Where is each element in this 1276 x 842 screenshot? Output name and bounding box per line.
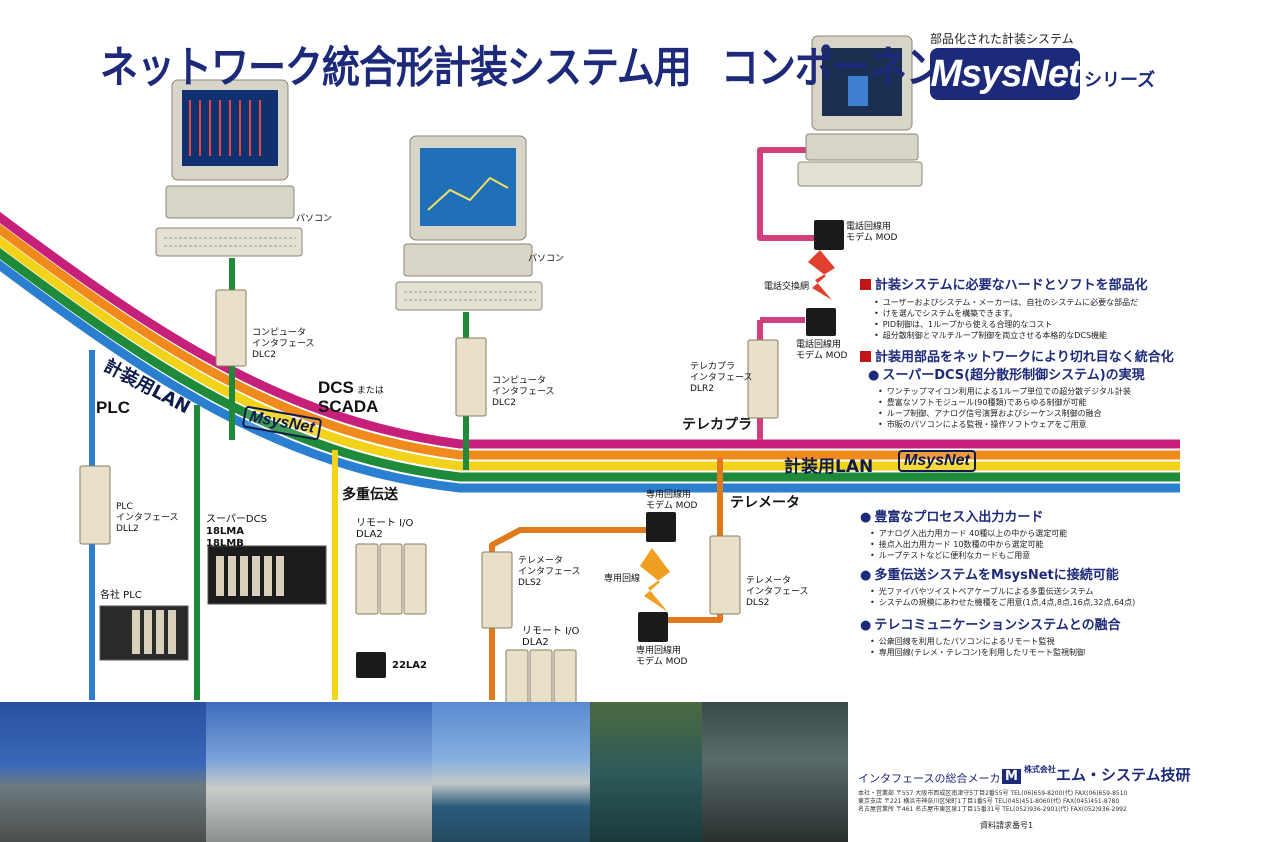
lmb-label: 18LMB — [206, 538, 244, 549]
feature-block-5: ●多重伝送システムをMsysNetに接続可能 光ファイバやツイストペアケーブルに… — [860, 564, 1170, 608]
phone-exchange-bolt — [808, 250, 835, 300]
dla2-label-b: リモート I/O DLA2 — [522, 626, 580, 648]
company-tagline: インタフェースの総合メーカー — [858, 772, 1012, 785]
feature-bullets: アナログ入出力用カード 40種以上の中から選定可能 接点入出力用カード 10数種… — [870, 528, 1170, 561]
feature-heading: 計装システムに必要なハードとソフトを部品化 — [860, 274, 1160, 293]
lma-label: 18LMA — [206, 526, 244, 537]
lan-label-right: 計装用LAN — [784, 457, 874, 477]
dll2-label: PLC インタフェース DLL2 — [116, 502, 179, 534]
photo-water-gate — [432, 702, 590, 842]
feature-bullet: けを選んでシステムを構築できます。 — [874, 308, 1160, 319]
document-number: 資料請求番号1 — [980, 821, 1034, 830]
plc-rack — [99, 605, 189, 661]
photo-refinery — [0, 702, 206, 842]
super-dcs-rack — [207, 545, 327, 605]
feature-bullets: ワンチップマイコン利用による1ループ単位での超分散デジタル計装 豊富なソフトモジ… — [878, 386, 1168, 430]
address-line: 本社・営業部 〒557 大阪市西成区南津守5丁目2番55号 TEL(06)659… — [858, 790, 1128, 797]
modem-top-label: 専用回線用 モデム MOD — [646, 490, 698, 511]
page-title: ネットワーク統合形計装システム用コンポーネント — [100, 42, 981, 93]
dlc2-label-a: コンピュータ インタフェース DLC2 — [252, 328, 315, 360]
dls2-label-a: テレメータ インタフェース DLS2 — [518, 556, 581, 588]
dla2-label-a: リモート I/O DLA2 — [356, 518, 414, 540]
feature-bullet: 接点入出力用カード 10数種の中から選定可能 — [870, 539, 1170, 550]
company-mark-icon: M — [1002, 769, 1021, 784]
exchange-label: 電話交換網 — [764, 282, 810, 292]
phone-modem-label-a: 電話回線用 モデム MOD — [846, 222, 898, 243]
photo-pump-room — [702, 702, 848, 842]
series-caption: 部品化された計装システム — [930, 32, 1074, 46]
feature-block-1: 計装システムに必要なハードとソフトを部品化 ユーザーおよびシステム・メーカーは、… — [860, 274, 1160, 341]
leased-line-bolt — [640, 548, 670, 612]
feature-bullet: ユーザーおよびシステム・メーカーは、自社のシステムに必要な部品だ — [874, 297, 1160, 308]
section-plc: PLC — [96, 398, 130, 417]
section-multiplex: 多重伝送 — [342, 487, 398, 503]
feature-heading: ●豊富なプロセス入出力カード — [860, 510, 1044, 525]
feature-bullet: システムの規模にあわせた機種をご用意(1点,4点,8点,16点,32点,64点) — [870, 597, 1170, 608]
feature-heading-2: 計装用部品をネットワークにより切れ目なく統合化 — [860, 346, 1174, 365]
feature-bullets: ユーザーおよびシステム・メーカーは、自社のシステムに必要な部品だ けを選んでシス… — [874, 297, 1160, 341]
pc-3-illustration — [797, 35, 923, 187]
address-line: 名古屋営業所 〒461 名古屋市東区泉1丁目15番31号 TEL(052)936… — [858, 806, 1127, 813]
address-line: 東京支店 〒221 横浜市神奈川区栄町1丁目1番5号 TEL(045)451-8… — [858, 798, 1120, 805]
feature-block-4: ●豊富なプロセス入出力カード アナログ入出力用カード 40種以上の中から選定可能… — [860, 506, 1170, 561]
feature-bullet: 豊富なソフトモジュール(90種類)であらゆる制御が可能 — [878, 397, 1168, 408]
feature-heading: ●多重伝送システムをMsysNetに接続可能 — [860, 568, 1119, 583]
series-suffix: シリーズ — [1084, 70, 1156, 91]
feature-block-6: ●テレコミュニケーションシステムとの融合 公衆回線を利用したパソコンによるリモー… — [860, 614, 1170, 658]
feature-bullet: 市販のパソコンによる監視・操作ソフトウェアをご用意 — [878, 419, 1168, 430]
feature-bullet: アナログ入出力用カード 40種以上の中から選定可能 — [870, 528, 1170, 539]
feature-bullets: 公衆回線を利用したパソコンによるリモート監視 専用回線(テレメ・テレコン)を利用… — [870, 636, 1170, 658]
feature-bullet: PID制御は、1ループから使える合理的なコスト — [874, 319, 1160, 330]
feature-bullet: 公衆回線を利用したパソコンによるリモート監視 — [870, 636, 1170, 647]
pc-1-label: パソコン — [296, 214, 333, 224]
leased-line-label: 専用回線 — [604, 574, 641, 584]
lan-badge-right: MsysNet — [898, 450, 976, 472]
section-telecoupler: テレカプラ — [682, 417, 752, 433]
msysnet-logo: MsysNet — [930, 48, 1081, 100]
feature-bullet: ループテストなどに便利なカードもご用意 — [870, 550, 1170, 561]
pc-1-illustration — [155, 79, 303, 257]
feature-bullet: 光ファイバやツイストペアケーブルによる多重伝送システム — [870, 586, 1170, 597]
feature-block-3: ●スーパーDCS(超分散形制御システム)の実現 ワンチップマイコン利用による1ル… — [868, 364, 1168, 430]
section-scada: SCADA — [318, 397, 379, 416]
feature-bullet: ループ制御、アナログ信号演算およびシーケンス制御の融合 — [878, 408, 1168, 419]
feature-bullet: 専用回線(テレメ・テレコン)を利用したリモート監視制御 — [870, 647, 1170, 658]
dls2-label-b: テレメータ インタフェース DLS2 — [746, 576, 809, 608]
feature-bullet: ワンチップマイコン利用による1ループ単位での超分散デジタル計装 — [878, 386, 1168, 397]
super-dcs-label: スーパーDCS — [206, 514, 267, 525]
feature-bullet: 超分散制御とマルチループ制御を両立させる本格的なDCS機能 — [874, 330, 1160, 341]
photo-plant-pipes — [206, 702, 432, 842]
feature-heading: ●テレコミュニケーションシステムとの融合 — [860, 618, 1121, 633]
phone-modem-label-b: 電話回線用 モデム MOD — [796, 340, 848, 361]
modem-bottom-label: 専用回線用 モデム MOD — [636, 646, 688, 667]
lan-rainbow-band — [0, 211, 1180, 493]
plc-brand-label: 各社 PLC — [100, 590, 142, 601]
feature-heading: ●スーパーDCS(超分散形制御システム)の実現 — [868, 368, 1145, 383]
feature-bullets: 光ファイバやツイストペアケーブルによる多重伝送システム システムの規模にあわせた… — [870, 586, 1170, 608]
dlc2-label-b: コンピュータ インタフェース DLC2 — [492, 376, 555, 408]
la2-label: 22LA2 — [392, 660, 427, 671]
modems — [356, 220, 844, 678]
pc-2-illustration — [395, 135, 543, 311]
dlr2-label: テレカプラ インタフェース DLR2 — [690, 362, 753, 394]
photo-reservoir — [590, 702, 702, 842]
pc-2-label: パソコン — [528, 254, 565, 264]
section-telemeter: テレメータ — [730, 495, 800, 511]
